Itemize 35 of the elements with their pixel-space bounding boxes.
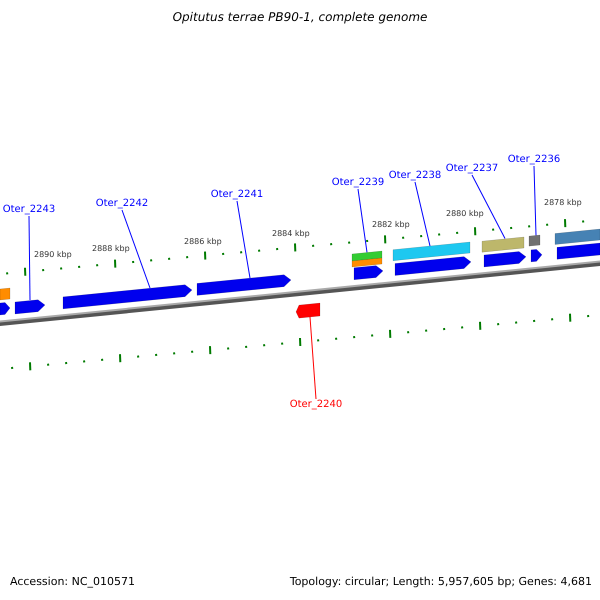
gene-block <box>482 236 526 267</box>
gene-block <box>555 229 600 260</box>
leader-line <box>28 216 30 300</box>
gene-block <box>529 235 542 262</box>
leader-line <box>310 316 316 400</box>
scale-label: 2888 kbp <box>92 244 130 254</box>
gene-block <box>0 288 10 315</box>
title: Opitutus terrae PB90-1, complete genome <box>172 10 428 24</box>
gene-label: Oter_2237 <box>446 163 498 175</box>
gene-label: Oter_2236 <box>508 154 560 166</box>
gene-label: Oter_2239 <box>332 177 384 189</box>
gene-label: Oter_2238 <box>388 170 442 182</box>
leader-line <box>358 188 368 253</box>
gene-block <box>63 284 192 309</box>
scale-label: 2880 kbp <box>446 209 484 219</box>
gene-block <box>15 298 45 314</box>
gene-label: Oter_2240 <box>290 399 342 411</box>
gene-block <box>296 303 320 318</box>
scale-label: 2882 kbp <box>372 220 410 230</box>
gene-block <box>393 242 471 276</box>
accession-text: Accession: NC_010571 <box>10 575 136 588</box>
gene-label: Oter_2242 <box>96 198 148 210</box>
scale-label: 2890 kbp <box>34 250 72 260</box>
gene-label: Oter_2241 <box>210 189 264 201</box>
scale-label: 2884 kbp <box>272 229 310 239</box>
leader-line <box>472 174 506 239</box>
gene-label: Oter_2243 <box>2 204 56 216</box>
gene-block <box>352 250 383 280</box>
gene-block <box>197 274 291 296</box>
scale-label: 2886 kbp <box>184 237 222 247</box>
leader-line <box>236 200 250 278</box>
scale-label: 2878 kbp <box>544 198 582 208</box>
leader-line <box>534 166 536 236</box>
genome-info-text: Topology: circular; Length: 5,957,605 bp; Genes: 4,681 <box>290 575 592 588</box>
leader-line <box>122 210 150 288</box>
